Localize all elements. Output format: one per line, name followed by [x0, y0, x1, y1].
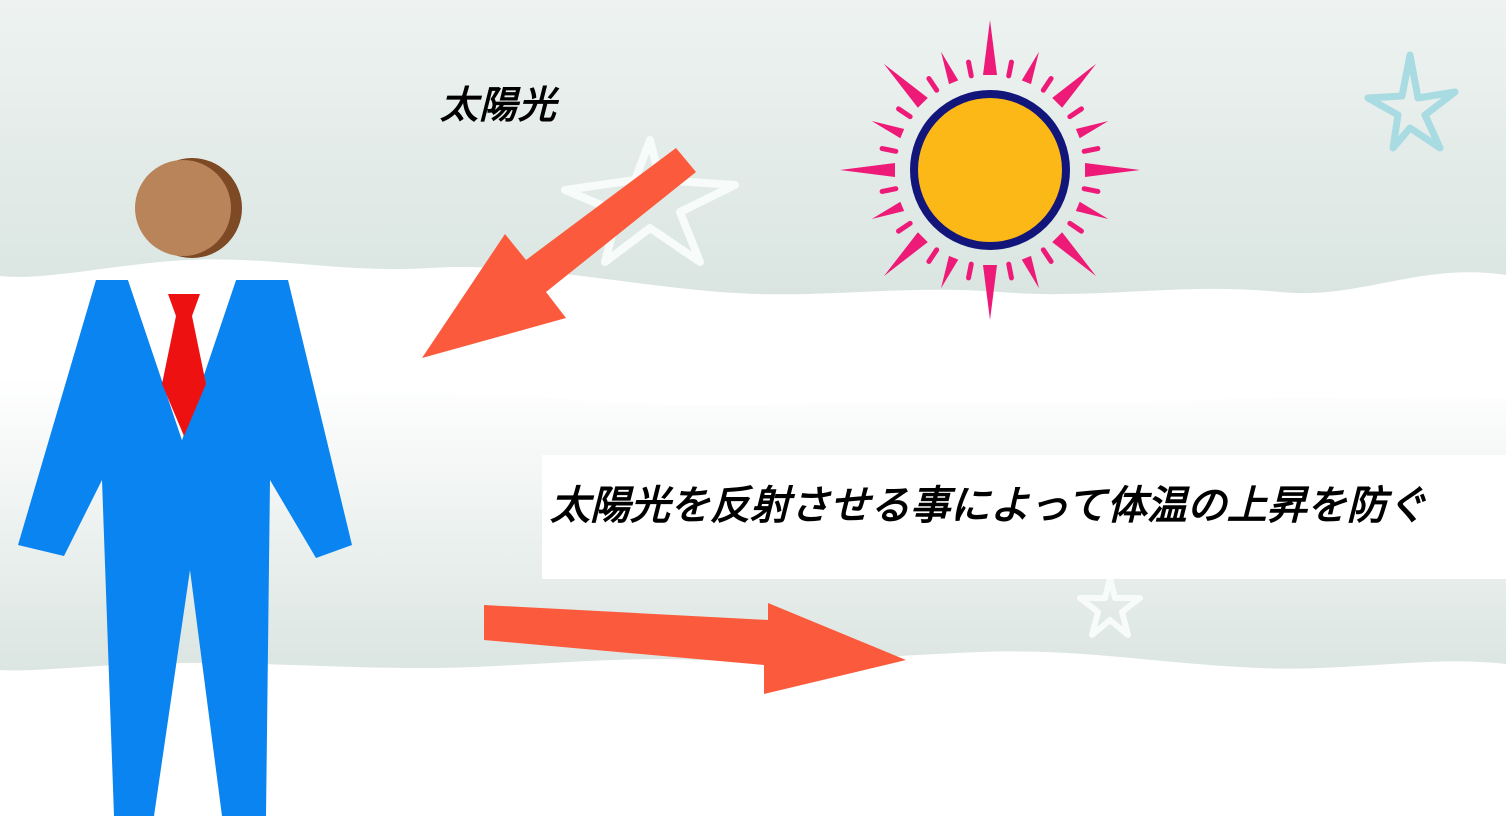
sun-ray-dash — [1006, 59, 1014, 79]
sun-ray-dash — [926, 247, 940, 264]
sun-ray-dash — [966, 261, 974, 281]
sun-ray — [1021, 51, 1039, 85]
sun-ray-dash — [896, 220, 913, 234]
reflection-caption: 太陽光を反射させる事によって体温の上昇を防ぐ — [550, 482, 1427, 529]
star-decoration-center — [561, 136, 739, 266]
sun-ray-dash — [1067, 220, 1084, 234]
sun-rays — [840, 20, 1140, 320]
sun-ray-dash — [1006, 261, 1014, 281]
reflected-sunlight-arrow — [484, 603, 906, 694]
incoming-sunlight-arrow — [422, 148, 696, 358]
sun-ray-dash — [926, 76, 940, 93]
background-band-top — [0, 0, 1506, 295]
sun-ray — [983, 20, 997, 75]
sun-ray — [883, 232, 928, 277]
sun-ray-dash — [1081, 146, 1101, 154]
sun-ray-dash — [1081, 186, 1101, 194]
sun-ray-dash — [879, 186, 899, 194]
sun-disk — [910, 90, 1070, 250]
caption-box: 太陽光を反射させる事によって体温の上昇を防ぐ — [542, 455, 1506, 579]
sun-ray — [1085, 163, 1140, 177]
sun-ray-dash — [1040, 247, 1054, 264]
sun-ray — [1075, 121, 1109, 139]
sun-icon — [840, 20, 1140, 320]
sun-ray — [1075, 201, 1109, 219]
sun-ray — [840, 163, 895, 177]
sun-ray — [1021, 255, 1039, 289]
star-decoration-top-right — [1364, 51, 1459, 152]
sun-ray — [983, 265, 997, 320]
star-decoration-lower — [1077, 575, 1143, 638]
sun-ray — [883, 63, 928, 108]
sun-ray-dash — [966, 59, 974, 79]
person-tie — [162, 294, 206, 436]
sun-ray — [941, 255, 959, 289]
sunlight-label: 太陽光 — [440, 82, 558, 127]
person-suit — [18, 280, 352, 816]
sun-ray-dash — [896, 106, 913, 120]
sun-ray-dash — [1067, 106, 1084, 120]
sun-ray-dash — [879, 146, 899, 154]
sun-ray — [941, 51, 959, 85]
person-head — [135, 158, 242, 258]
sun-ray — [871, 201, 905, 219]
sun-ray — [871, 121, 905, 139]
sun-ray-dash — [1040, 76, 1054, 93]
sun-ray — [1052, 63, 1097, 108]
person-figure — [18, 158, 352, 816]
sun-ray — [1052, 232, 1097, 277]
